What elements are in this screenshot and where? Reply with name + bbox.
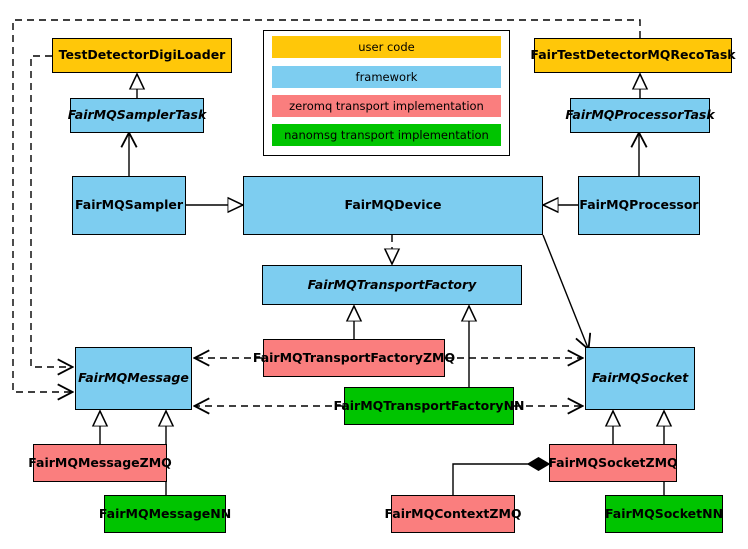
class-node-fairmqcontextzmq[interactable]: FairMQContextZMQ — [384, 495, 522, 533]
edges-dashed — [12, 19, 641, 406]
class-label: TestDetectorDigiLoader — [58, 47, 226, 63]
class-label: FairMQSamplerTask — [67, 107, 207, 123]
class-label: FairMQDevice — [344, 197, 442, 213]
class-label: FairMQMessageZMQ — [28, 454, 172, 470]
class-node-fairmqsocket[interactable]: FairMQSocket — [585, 347, 695, 410]
legend-item-framework: framework — [272, 66, 501, 88]
class-node-fairmqmessagenn[interactable]: FairMQMessageNN — [99, 495, 231, 533]
legend-label-user-code: user code — [358, 40, 415, 54]
class-label: FairMQSocketZMQ — [548, 454, 678, 470]
legend-label-framework: framework — [355, 70, 418, 84]
legend-label-zeromq: zeromq transport implementation — [289, 99, 484, 113]
legend-item-user-code: user code — [272, 36, 501, 58]
class-label: FairMQTransportFactoryNN — [333, 397, 525, 413]
edge-digiloader-to-message — [30, 55, 71, 367]
class-node-fairmqsocketnn[interactable]: FairMQSocketNN — [605, 495, 723, 533]
class-label: FairMQSocket — [591, 370, 689, 386]
class-label: FairMQMessageNN — [98, 505, 232, 521]
class-node-testdetectordigiloader[interactable]: TestDetectorDigiLoader — [52, 38, 232, 73]
class-label: FairMQProcessorTask — [565, 107, 715, 123]
class-node-fairtestdetectormqrecotask[interactable]: FairTestDetectorMQRecoTask — [530, 38, 736, 73]
class-node-fairmqsamplertask[interactable]: FairMQSamplerTask — [67, 98, 207, 133]
class-node-fairmqsocketzmq[interactable]: FairMQSocketZMQ — [548, 444, 678, 482]
class-label: FairMQMessage — [78, 370, 189, 386]
edge-socketzmq-to-contextzmq — [452, 464, 549, 495]
class-node-fairmqmessage[interactable]: FairMQMessage — [75, 347, 192, 410]
class-label: FairMQProcessor — [579, 197, 699, 213]
class-node-fairmqdevice[interactable]: FairMQDevice — [243, 176, 543, 235]
edge-device-to-socket — [542, 234, 588, 348]
class-node-fairmqmessagezmq[interactable]: FairMQMessageZMQ — [28, 444, 172, 482]
edge-recotask-to-message — [12, 19, 641, 392]
class-label: FairTestDetectorMQRecoTask — [530, 47, 736, 63]
legend-item-nanomsg: nanomsg transport implementation — [272, 124, 501, 146]
class-node-fairmqtransportfactorynn[interactable]: FairMQTransportFactoryNN — [334, 387, 525, 425]
class-label: FairMQSocketNN — [604, 505, 724, 521]
class-label: FairMQSampler — [74, 197, 184, 213]
class-label: FairMQTransportFactoryZMQ — [252, 349, 456, 365]
class-label: FairMQContextZMQ — [384, 505, 522, 521]
class-node-fairmqprocessortask[interactable]: FairMQProcessorTask — [565, 98, 715, 133]
class-node-fairmqsampler[interactable]: FairMQSampler — [72, 176, 186, 235]
class-node-fairmqtransportfactoryzmq[interactable]: FairMQTransportFactoryZMQ — [253, 339, 455, 377]
class-node-fairmqtransportfactory[interactable]: FairMQTransportFactory — [262, 265, 522, 305]
class-label: FairMQTransportFactory — [307, 276, 477, 292]
class-node-fairmqprocessor[interactable]: FairMQProcessor — [578, 176, 700, 235]
legend-label-nanomsg: nanomsg transport implementation — [284, 128, 489, 142]
legend-item-zeromq: zeromq transport implementation — [272, 95, 501, 117]
